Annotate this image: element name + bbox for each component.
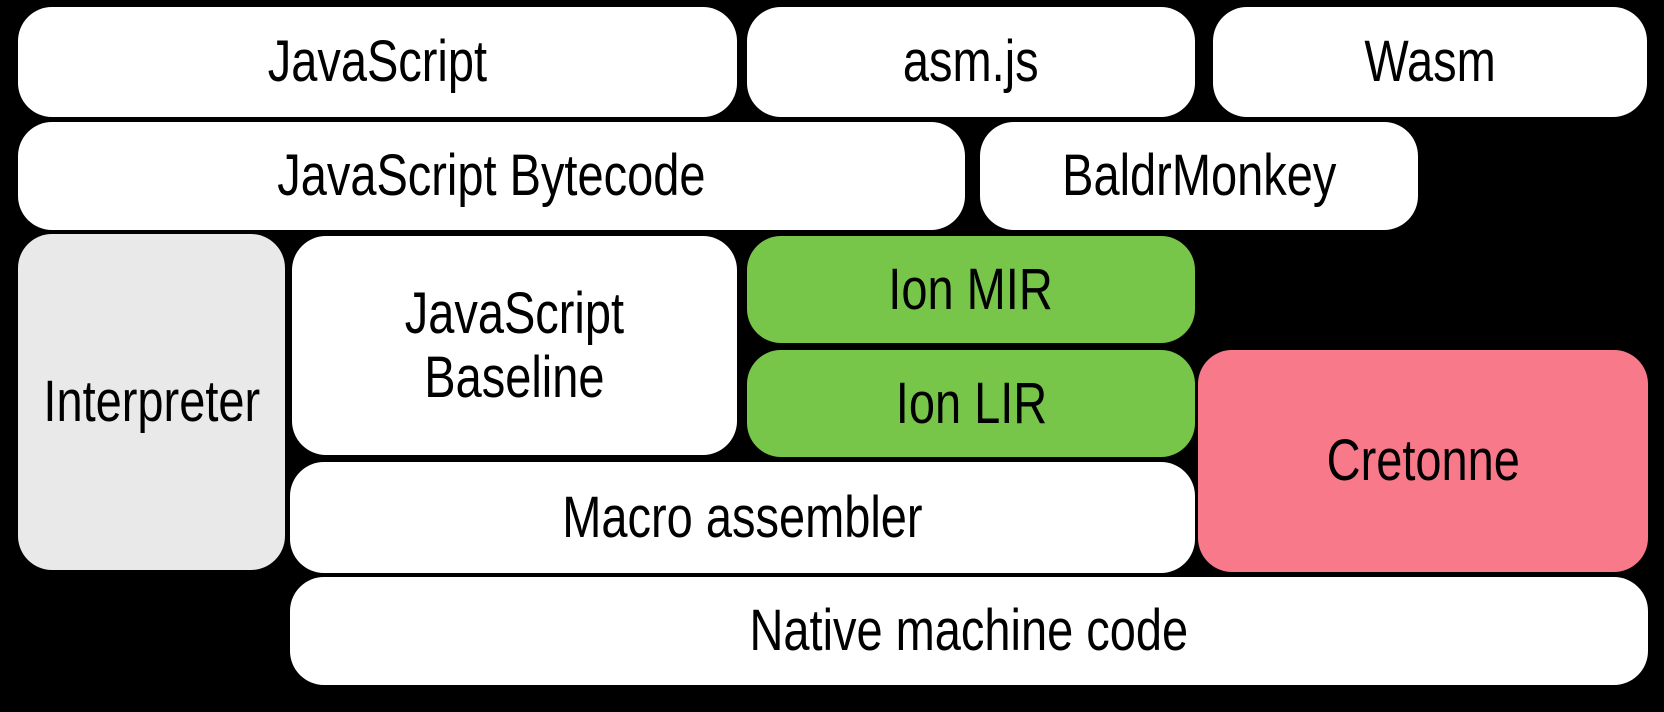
node-javascript-label: JavaScript — [267, 29, 488, 95]
node-wasm: Wasm — [1213, 7, 1647, 117]
node-interpreter-label: Interpreter — [43, 369, 260, 435]
node-ion-lir-label: Ion LIR — [895, 370, 1047, 436]
node-native-machine-code: Native machine code — [290, 577, 1648, 685]
node-javascript-baseline: JavaScript Baseline — [292, 236, 737, 455]
node-asmjs: asm.js — [747, 7, 1195, 117]
node-javascript: JavaScript — [18, 7, 737, 117]
node-cretonne: Cretonne — [1198, 350, 1648, 572]
node-asmjs-label: asm.js — [903, 29, 1039, 95]
node-ion-mir: Ion MIR — [747, 236, 1195, 343]
node-interpreter: Interpreter — [18, 234, 285, 570]
node-javascript-bytecode-label: JavaScript Bytecode — [277, 143, 706, 209]
node-ion-mir-label: Ion MIR — [888, 256, 1054, 322]
node-baldrmonkey-label: BaldrMonkey — [1061, 143, 1337, 209]
node-macro-assembler-label: Macro assembler — [562, 484, 923, 550]
node-wasm-label: Wasm — [1364, 29, 1496, 95]
node-baldrmonkey: BaldrMonkey — [980, 122, 1418, 230]
node-ion-lir: Ion LIR — [747, 350, 1195, 457]
node-native-machine-code-label: Native machine code — [749, 598, 1189, 664]
node-javascript-baseline-label: JavaScript Baseline — [404, 280, 625, 410]
node-javascript-bytecode: JavaScript Bytecode — [18, 122, 965, 230]
node-cretonne-label: Cretonne — [1326, 428, 1520, 494]
node-macro-assembler: Macro assembler — [290, 462, 1195, 573]
